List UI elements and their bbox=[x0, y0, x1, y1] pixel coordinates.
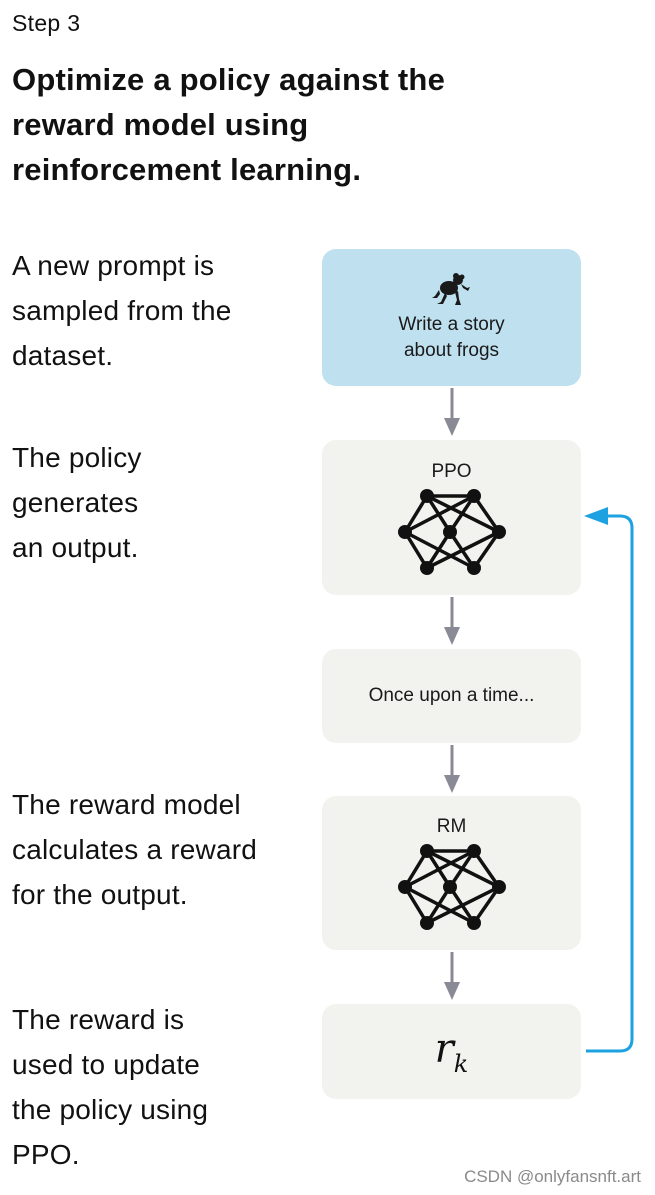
reward-box: rk bbox=[322, 1004, 581, 1099]
step-label: Step 3 bbox=[12, 10, 81, 36]
arrow-down-icon bbox=[444, 388, 460, 436]
policy-label: PPO bbox=[431, 460, 472, 482]
arrow-down-icon bbox=[444, 952, 460, 1000]
watermark: CSDN @onlyfansnft.art bbox=[464, 1167, 641, 1186]
desc-reward-update: The reward is used to update the policy … bbox=[12, 1004, 209, 1170]
frog-icon bbox=[431, 272, 470, 305]
reward-model-box: RM bbox=[322, 796, 581, 950]
policy-box: PPO bbox=[322, 440, 581, 595]
arrow-down-icon bbox=[444, 745, 460, 793]
desc-policy-generates: The policy generates an output. bbox=[12, 442, 142, 563]
desc-reward-calculated: The reward model calculates a reward for… bbox=[12, 789, 258, 910]
rm-label: RM bbox=[436, 816, 467, 837]
reward-subscript: k bbox=[453, 1049, 469, 1078]
output-text: Once upon a time... bbox=[368, 685, 535, 706]
page-title: Optimize a policy against the reward mod… bbox=[12, 62, 446, 187]
desc-sample-prompt: A new prompt is sampled from the dataset… bbox=[12, 250, 232, 371]
prompt-box: Write a story about frogs bbox=[322, 249, 581, 386]
neural-network-icon bbox=[397, 488, 506, 575]
output-box: Once upon a time... bbox=[322, 649, 581, 743]
neural-network-icon bbox=[397, 844, 506, 930]
arrow-down-icon bbox=[444, 597, 460, 645]
prompt-text: Write a story about frogs bbox=[398, 313, 505, 361]
reward-symbol: rk bbox=[434, 1025, 469, 1078]
